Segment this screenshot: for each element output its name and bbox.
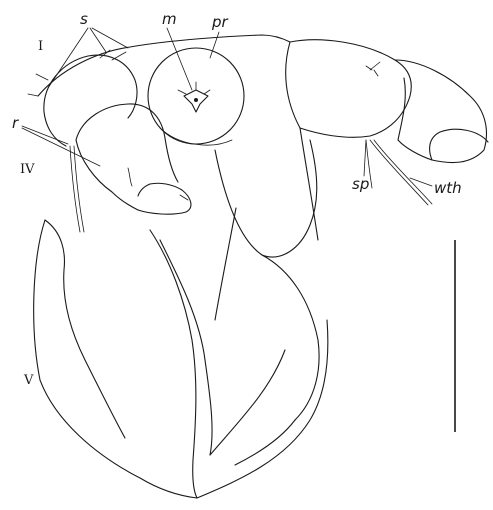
label-segment-V: V — [23, 373, 34, 388]
label-sp: sp — [352, 175, 369, 193]
leg-segment-IV — [76, 104, 191, 214]
leg-segment-I — [28, 50, 137, 146]
label-segment-I: I — [38, 39, 43, 54]
label-pr: pr — [211, 13, 229, 31]
body-outline — [34, 35, 328, 498]
body-right-contour — [300, 128, 318, 240]
label-s: s — [80, 10, 88, 28]
right-appendage — [286, 40, 488, 163]
label-wth: wth — [434, 179, 462, 197]
leader-lines — [22, 28, 432, 186]
labels: s m pr r sp wth I IV V — [12, 10, 462, 388]
mouth-region — [148, 48, 244, 145]
label-m: m — [162, 10, 177, 28]
label-r: r — [12, 114, 19, 132]
setae — [70, 140, 432, 232]
label-segment-IV: IV — [20, 162, 35, 177]
